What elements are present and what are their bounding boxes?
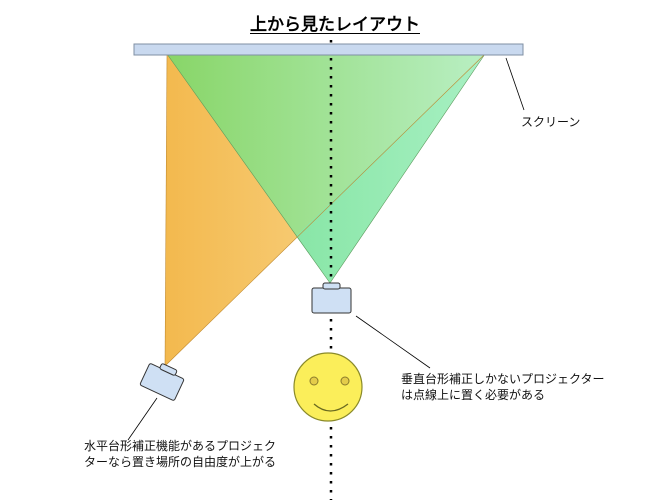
cone-edge xyxy=(164,53,168,367)
cone-edge xyxy=(164,53,486,367)
vertical-label-line-2: は点線上に置く必要がある xyxy=(401,388,546,402)
projector-icon xyxy=(311,282,352,314)
smiley-face-icon xyxy=(293,352,363,422)
screen-label: スクリーン xyxy=(521,115,581,129)
vertical-projector-label: 垂直台形補正しかないプロジェクター は点線上に置く必要がある xyxy=(401,371,605,403)
screen-pointer-line xyxy=(505,57,525,111)
cone-edge xyxy=(329,53,486,284)
vertical-projection-cone xyxy=(167,54,485,283)
diagram-title: 上から見たレイアウト xyxy=(250,15,420,35)
vertical-label-line-1: 垂直台形補正しかないプロジェクター xyxy=(401,372,605,386)
horizontal-label-line-1: 水平台形補正機能があるプロジェク xyxy=(84,439,277,453)
horizontal-label-line-2: ターなら置き場所の自由度が上がる xyxy=(84,455,277,469)
cone-edge xyxy=(166,53,331,284)
horizontal-projector-label: 水平台形補正機能があるプロジェク ターなら置き場所の自由度が上がる xyxy=(84,438,276,470)
screen-bar xyxy=(133,43,524,56)
horizontal-projector-pointer xyxy=(127,397,158,441)
overlap-region xyxy=(296,54,485,283)
vertical-projector-pointer xyxy=(355,315,431,369)
projector-icon xyxy=(139,363,185,401)
